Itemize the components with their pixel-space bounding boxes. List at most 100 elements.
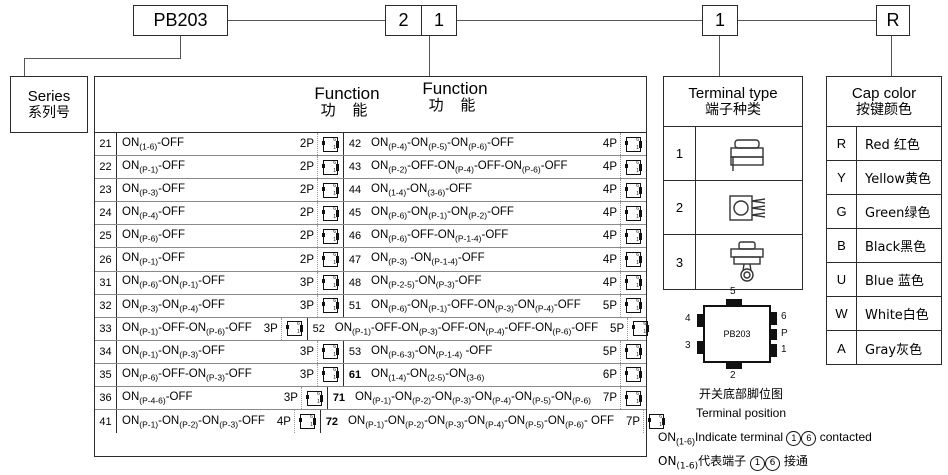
function-code-right: 52 xyxy=(312,322,325,335)
terminal-type-code: 3 xyxy=(664,235,696,289)
legend-note-en-suffix: contacted xyxy=(819,430,872,444)
column-divider xyxy=(306,317,308,340)
column-divider xyxy=(343,363,344,387)
function-poles-right: 4P xyxy=(602,161,617,174)
function-title-left-cn: 功 能 xyxy=(320,100,374,119)
terminal-type-title-en: Terminal type xyxy=(688,84,778,102)
pinout-label-left-upper: 4 xyxy=(685,313,691,324)
column-divider xyxy=(343,340,344,363)
cap-color-code: B xyxy=(827,229,857,262)
pinout-label-right-lower: 1 xyxy=(781,344,787,355)
connector-code1b-to-coder xyxy=(738,20,876,21)
pinout-pad-right-upper xyxy=(770,312,777,325)
pinout-chip-body: PB203 xyxy=(703,305,771,363)
pinout-pad-right-mid xyxy=(770,329,777,340)
function-code-right: 71 xyxy=(332,392,346,405)
function-code-right: 42 xyxy=(348,138,362,151)
pinout-caption-cn: 开关底部脚位图 xyxy=(698,387,783,401)
connector-code1-to-code1b xyxy=(457,20,702,21)
function-code-left: 31 xyxy=(95,271,117,294)
function-poles-right: 4P xyxy=(602,253,617,266)
function-code-left: 21 xyxy=(95,133,117,156)
terminal-type-code: 2 xyxy=(664,181,696,234)
function-desc-left: ON(P-6)-OFF-ON(P-3)-OFF xyxy=(122,367,252,383)
function-poles-right: 6P xyxy=(602,368,617,381)
cap-color-code: A xyxy=(827,331,857,365)
function-poles-left: 3P xyxy=(299,299,314,312)
function-desc-right: ON(P-1)-ON(P-2)-ON(P-3)-ON(P-4)-ON(P-5)-… xyxy=(354,390,591,406)
legend-note-en-sub: (1-6) xyxy=(676,436,696,447)
function-desc-right: ON(P-6-3)-ON(P-1-4) -OFF xyxy=(371,344,493,360)
cap-color-label: Red 红色 xyxy=(865,138,920,153)
function-desc-left: ON(P-1)-ON(P-2)-ON(P-3)-OFF xyxy=(122,414,265,429)
cap-color-label: White白色 xyxy=(865,308,929,323)
legend-note-en-circle-1: 1 xyxy=(786,431,802,446)
legend-note-cn-mid: 代表端子 xyxy=(698,454,747,468)
code-cap-color: R xyxy=(876,5,910,36)
legend-note-cn-sub: (1-6) xyxy=(676,461,699,472)
legend-note-cn-suffix: 接通 xyxy=(783,454,808,468)
terminal-pcb-pins-icon xyxy=(696,181,802,234)
connector-code1b-to-terminal xyxy=(719,36,720,76)
pinout-pad-top xyxy=(726,299,742,306)
function-code-right: 61 xyxy=(348,368,362,381)
function-poles-left: 2P xyxy=(299,230,314,243)
terminal-solder-lug-icon xyxy=(696,127,802,180)
function-code-left: 24 xyxy=(95,202,117,225)
pinout-label-right-mid: P xyxy=(781,328,788,339)
function-desc-left: ON(P-6)-OFF xyxy=(122,229,185,244)
terminal-type-header: Terminal type 端子种类 xyxy=(664,77,802,127)
column-divider xyxy=(343,202,344,225)
terminal-type-code: 1 xyxy=(664,127,696,180)
cap-color-label: Black黑色 xyxy=(865,240,927,255)
function-poles-left: 3P xyxy=(299,345,314,358)
function-code-left: 25 xyxy=(95,225,117,248)
cap-color-row: B Black黑色 xyxy=(827,229,941,263)
pinout-pad-left-lower xyxy=(697,341,704,354)
function-title-right-en: Function xyxy=(422,79,488,98)
